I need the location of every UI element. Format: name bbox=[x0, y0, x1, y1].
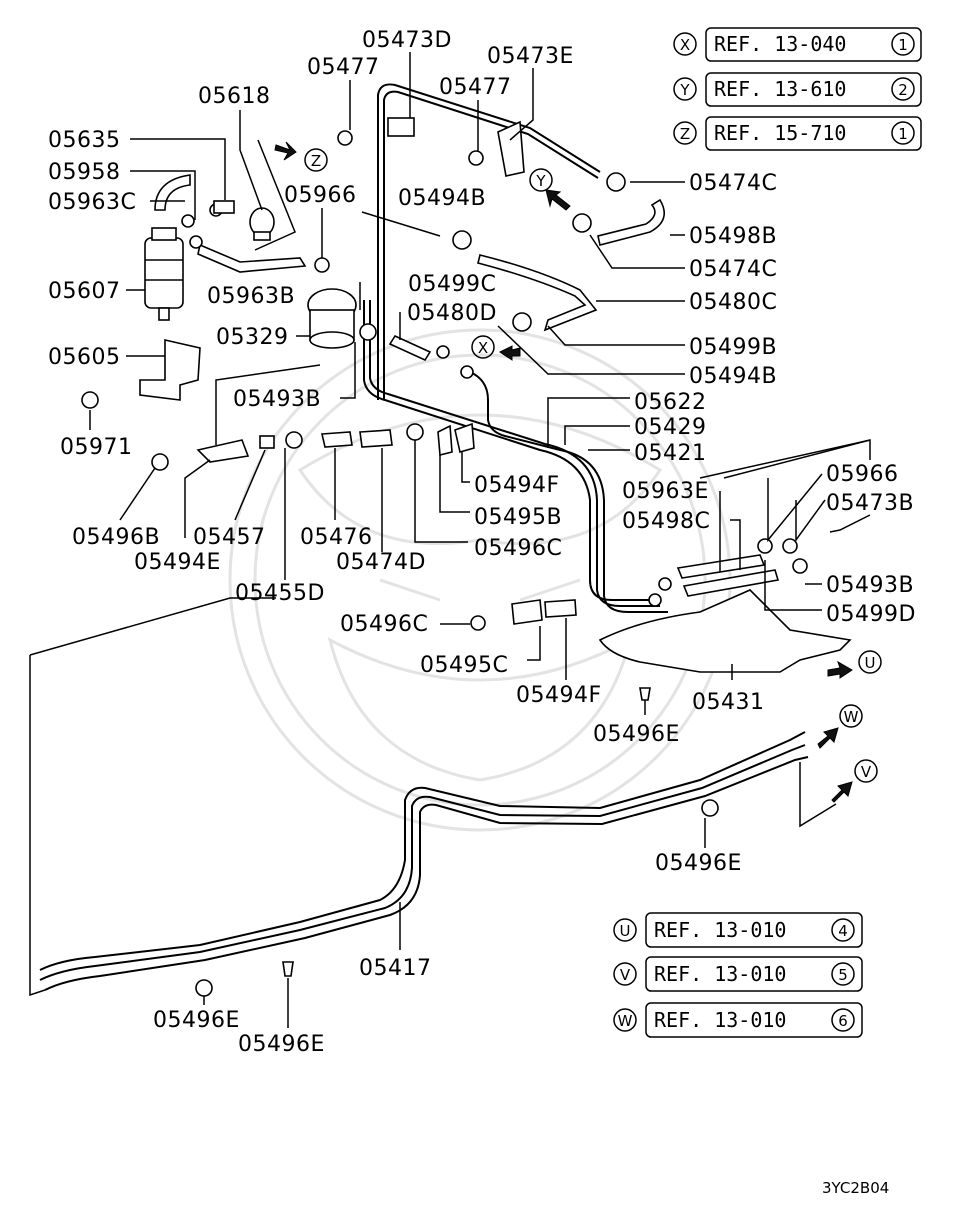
svg-text:REF. 15-710: REF. 15-710 bbox=[714, 121, 846, 145]
part-label: 05499D bbox=[826, 602, 916, 627]
svg-text:REF. 13-010: REF. 13-010 bbox=[654, 918, 786, 942]
part-label: 05473E bbox=[487, 44, 574, 69]
part-label: 05499B bbox=[689, 335, 777, 360]
part-label: 05474C bbox=[689, 171, 777, 196]
svg-text:REF. 13-610: REF. 13-610 bbox=[714, 77, 846, 101]
reference-box-y: Y REF. 13-610 2 bbox=[673, 72, 922, 107]
part-label: 05958 bbox=[48, 160, 121, 185]
callout-x: X bbox=[471, 335, 521, 361]
reference-box-u: U REF. 13-010 4 bbox=[613, 912, 863, 948]
part-label: 05474D bbox=[336, 550, 426, 575]
part-label: 05496E bbox=[153, 1008, 240, 1033]
part-label: 05966 bbox=[284, 183, 357, 208]
part-label: 05963B bbox=[207, 284, 295, 309]
part-label: 05635 bbox=[48, 128, 121, 153]
part-label: 05496B bbox=[72, 525, 160, 550]
part-label: 05498C bbox=[622, 509, 710, 534]
part-label: 05474C bbox=[689, 257, 777, 282]
part-label: 05421 bbox=[634, 441, 707, 466]
svg-text:1: 1 bbox=[898, 36, 908, 54]
part-label: 05480D bbox=[407, 301, 497, 326]
part-label: 05605 bbox=[48, 345, 121, 370]
part-label: 05963C bbox=[48, 190, 136, 215]
svg-text:W: W bbox=[844, 708, 859, 726]
svg-text:U: U bbox=[620, 922, 631, 940]
part-label: 05622 bbox=[634, 390, 707, 415]
part-label: 05963E bbox=[622, 479, 709, 504]
part-label: 05499C bbox=[408, 272, 496, 297]
part-label: 05966 bbox=[826, 462, 899, 487]
reference-box-w: W REF. 13-010 6 bbox=[613, 1002, 863, 1038]
callout-z: Z bbox=[274, 141, 328, 172]
svg-text:REF. 13-010: REF. 13-010 bbox=[654, 1008, 786, 1032]
part-label: 05971 bbox=[60, 435, 133, 460]
part-label: 05494B bbox=[689, 364, 777, 389]
svg-text:2: 2 bbox=[898, 81, 908, 99]
part-label: 05429 bbox=[634, 415, 707, 440]
part-label: 05496C bbox=[340, 612, 428, 637]
valve-05618 bbox=[249, 207, 275, 241]
part-label: 05417 bbox=[359, 956, 432, 981]
part-label: 05607 bbox=[48, 279, 121, 304]
svg-text:W: W bbox=[618, 1012, 633, 1030]
svg-text:5: 5 bbox=[838, 966, 848, 984]
small-parts bbox=[81, 117, 808, 997]
svg-text:Y: Y bbox=[679, 81, 690, 99]
part-label: 05496C bbox=[474, 536, 562, 561]
part-label: 05493B bbox=[233, 387, 321, 412]
svg-text:Y: Y bbox=[535, 172, 546, 190]
part-label: 05618 bbox=[198, 84, 271, 109]
part-label: 05473D bbox=[362, 28, 452, 53]
svg-text:REF. 13-010: REF. 13-010 bbox=[654, 962, 786, 986]
part-label: 05494F bbox=[516, 683, 602, 708]
part-label: 05477 bbox=[439, 75, 512, 100]
reference-box-v: V REF. 13-010 5 bbox=[613, 956, 863, 992]
heat-shield-05431 bbox=[598, 589, 852, 673]
part-label: 05494E bbox=[134, 550, 221, 575]
valve-05329 bbox=[307, 288, 357, 349]
part-label: 05495C bbox=[420, 653, 508, 678]
part-label: 05493B bbox=[826, 573, 914, 598]
svg-text:1: 1 bbox=[898, 125, 908, 143]
part-label: 05455D bbox=[235, 581, 325, 606]
svg-text:REF. 13-040: REF. 13-040 bbox=[714, 32, 846, 56]
svg-text:6: 6 bbox=[838, 1012, 848, 1030]
part-label: 05329 bbox=[216, 325, 289, 350]
part-label: 05473B bbox=[826, 491, 914, 516]
callout-w: W bbox=[817, 704, 863, 749]
part-label: 05498B bbox=[689, 224, 777, 249]
svg-text:V: V bbox=[620, 966, 631, 984]
part-labels: 05473D 05477 05473E 05618 05477 05635 05… bbox=[48, 28, 916, 1057]
svg-text:X: X bbox=[478, 339, 488, 357]
part-label: 05495B bbox=[474, 505, 562, 530]
svg-text:U: U bbox=[865, 654, 876, 672]
part-label: 05494B bbox=[398, 186, 486, 211]
part-label: 05496E bbox=[238, 1032, 325, 1057]
part-label: 05480C bbox=[689, 290, 777, 315]
svg-text:Z: Z bbox=[680, 125, 690, 143]
svg-text:Z: Z bbox=[311, 152, 321, 170]
callout-u: U bbox=[827, 650, 882, 679]
callout-v: V bbox=[799, 759, 878, 828]
part-label: 05496E bbox=[655, 851, 742, 876]
part-label: 05496E bbox=[593, 722, 680, 747]
diagram-code: 3YC2B04 bbox=[822, 1179, 889, 1197]
svg-text:V: V bbox=[861, 763, 872, 781]
leader-lines bbox=[29, 52, 871, 1028]
part-label: 05457 bbox=[193, 525, 266, 550]
canister-05607 bbox=[144, 227, 184, 321]
part-label: 05431 bbox=[692, 690, 765, 715]
reference-box-z: Z REF. 15-710 1 bbox=[673, 116, 922, 151]
fuel-pipes bbox=[39, 83, 809, 991]
part-label: 05494F bbox=[474, 473, 560, 498]
svg-text:4: 4 bbox=[838, 922, 848, 940]
reference-box-x: X REF. 13-040 1 bbox=[673, 27, 922, 62]
bracket-05605 bbox=[139, 338, 201, 401]
callout-y: Y bbox=[529, 168, 571, 211]
part-label: 05476 bbox=[300, 525, 373, 550]
hoses bbox=[154, 174, 780, 597]
part-label: 05477 bbox=[307, 55, 380, 80]
svg-text:X: X bbox=[680, 36, 690, 54]
